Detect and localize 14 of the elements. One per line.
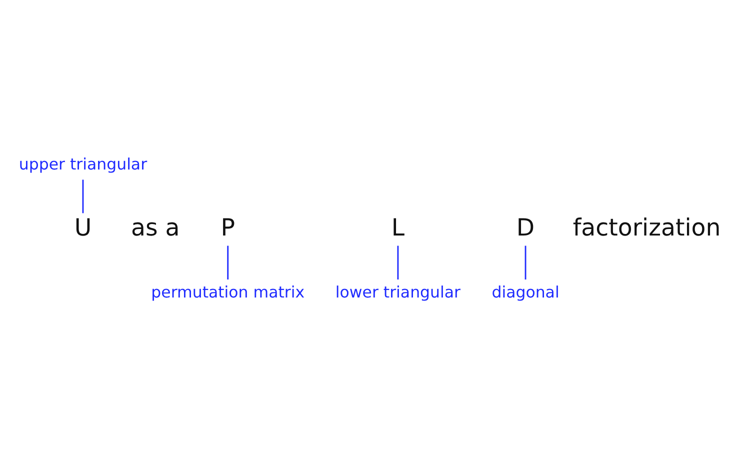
node-text: diagonal [492,282,560,302]
node-text: permutation matrix [151,282,305,302]
node-text: P [220,212,235,241]
connector [82,179,84,213]
label: factorization [572,212,721,241]
connector [524,245,526,279]
connector [397,245,399,279]
label: as a [131,212,180,241]
node-text: U [74,212,92,241]
node-text: lower triangular [335,282,460,302]
node-text: D [516,212,535,241]
node-text: upper triangular [18,154,148,173]
node-text: L [391,212,405,241]
connector [227,245,229,279]
